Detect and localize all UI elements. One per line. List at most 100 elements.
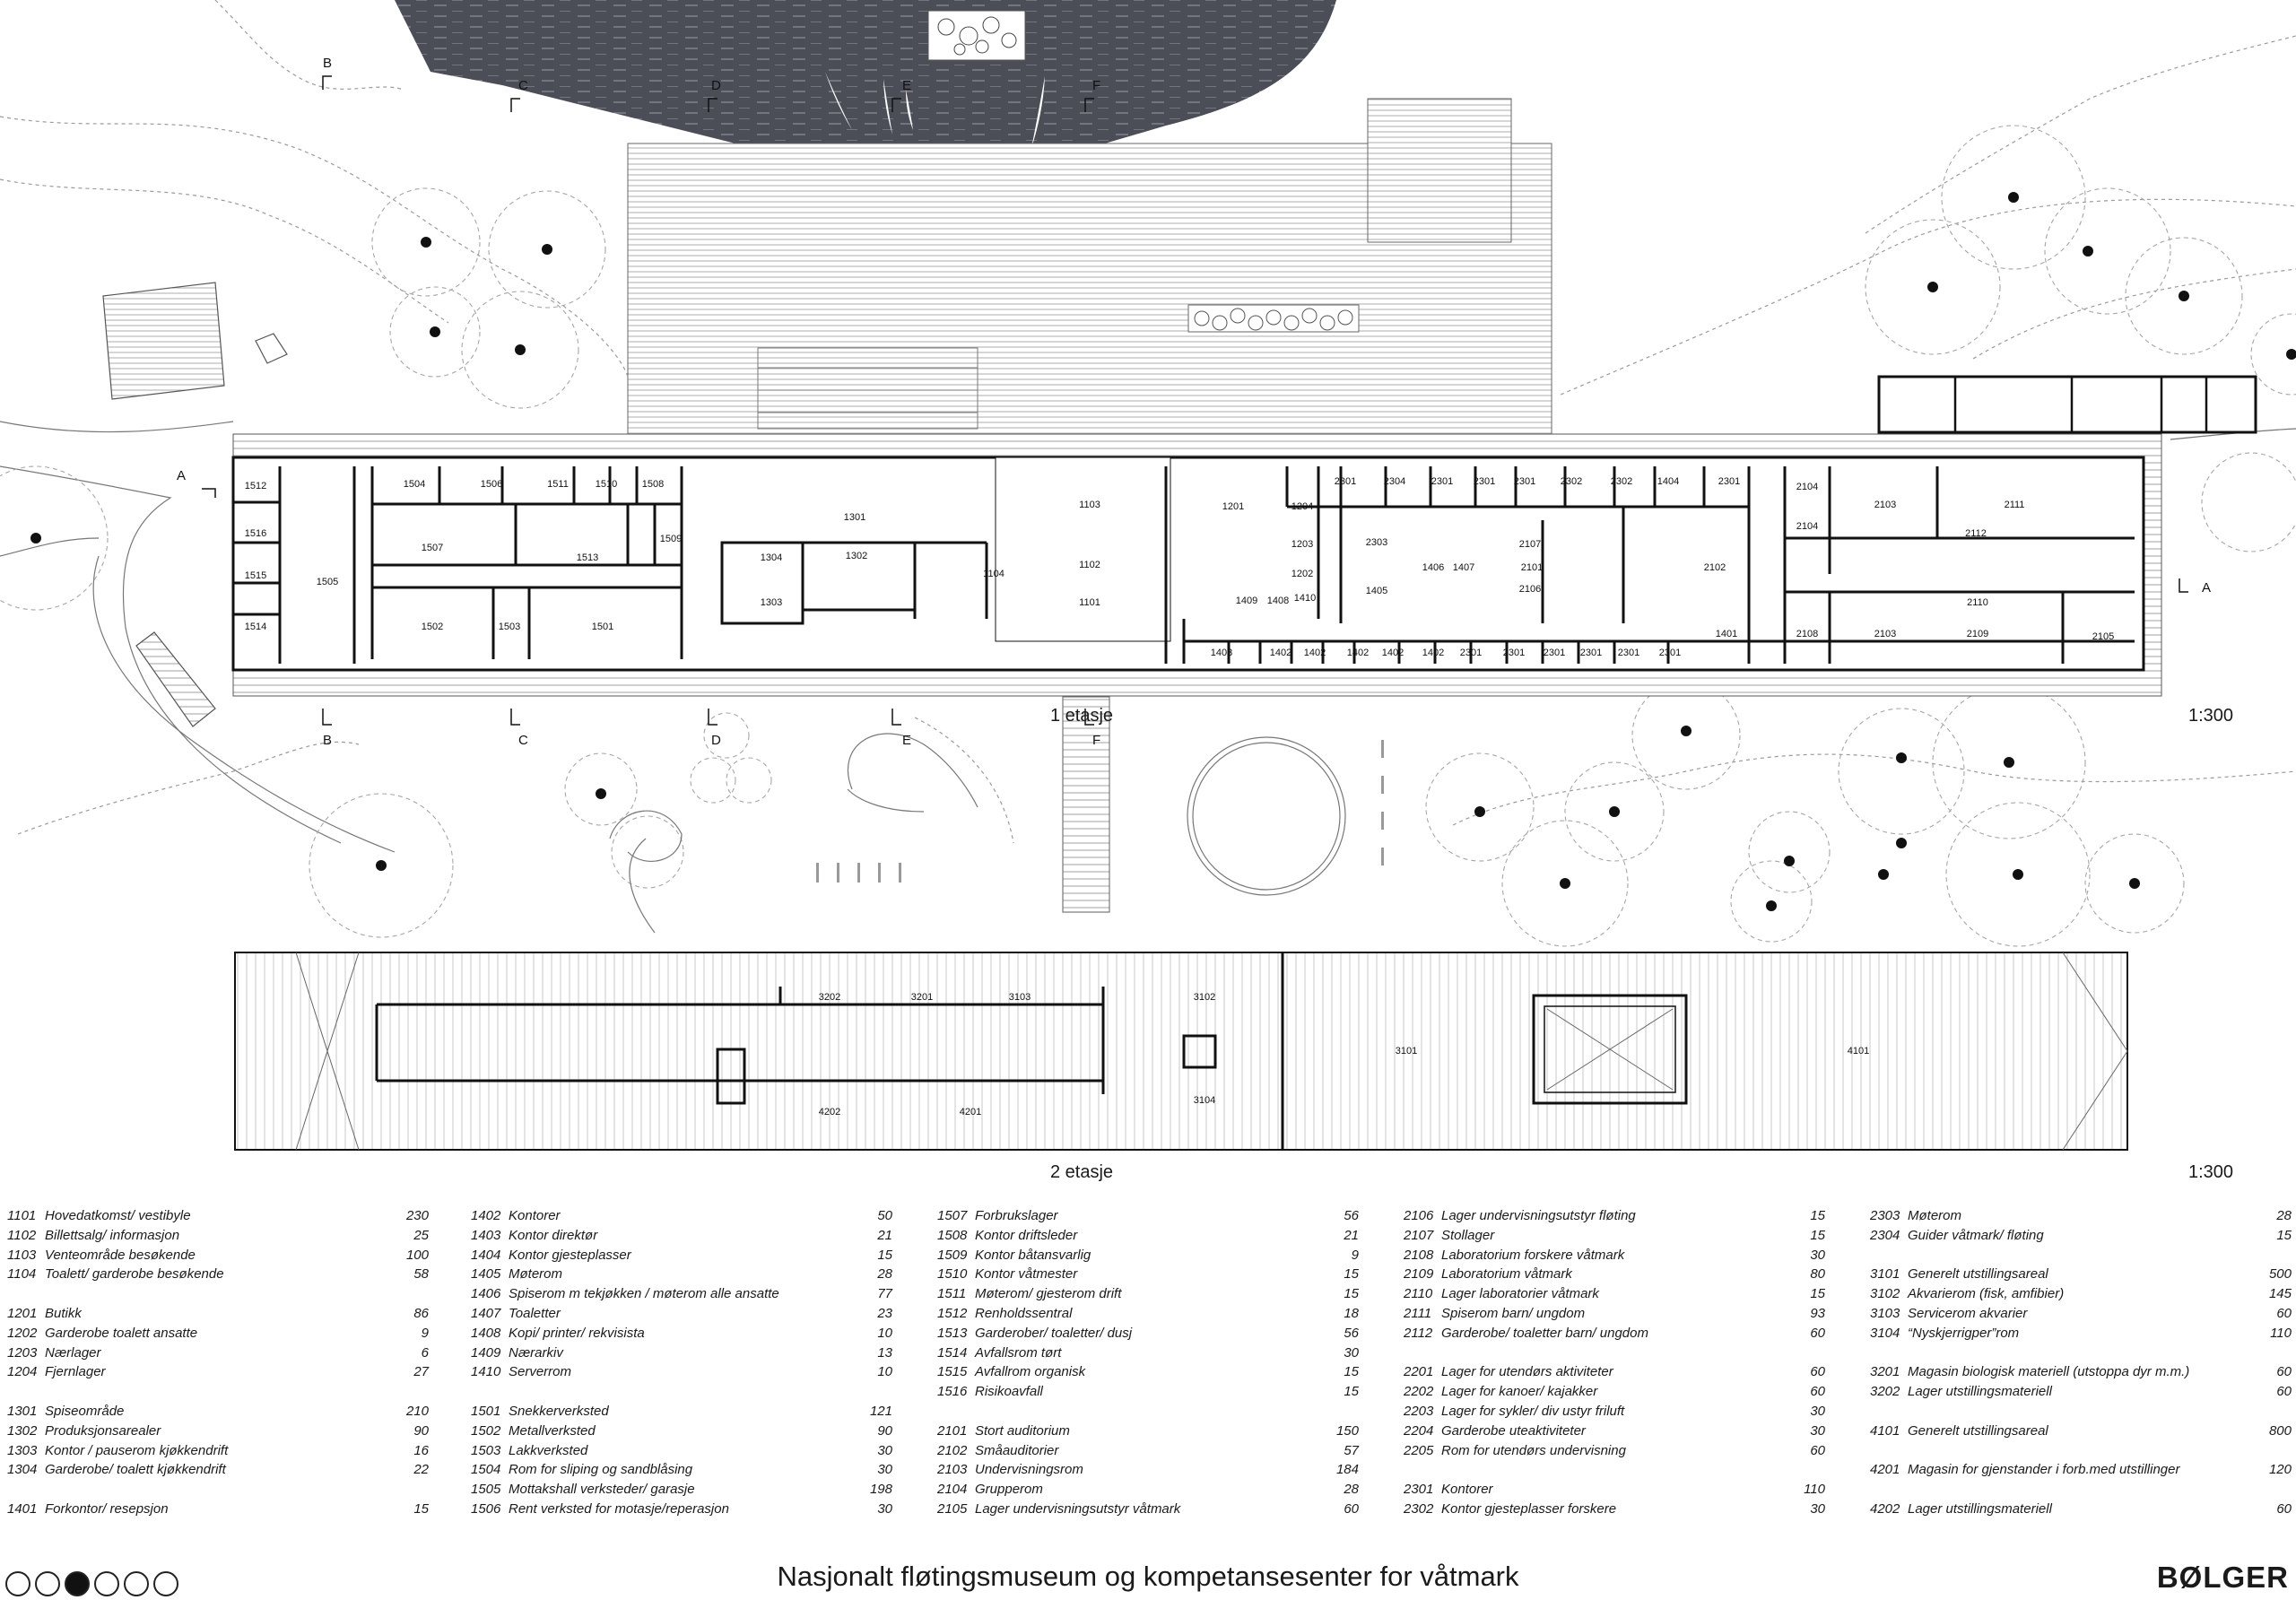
legend-num: 1401 xyxy=(7,1500,38,1517)
legend-area: 30 xyxy=(1810,1247,1825,1263)
legend-name: Kontor driftsleder xyxy=(975,1227,1078,1243)
room-label-1101: 1101 xyxy=(1079,597,1100,608)
legend-area: 30 xyxy=(1810,1422,1825,1439)
legend-num: 2109 xyxy=(1404,1266,1434,1283)
room-label-3202: 3202 xyxy=(819,992,840,1003)
legend-num: 2106 xyxy=(1404,1208,1434,1223)
legend-area: 800 xyxy=(2268,1422,2292,1439)
legend-num: 1102 xyxy=(7,1227,37,1243)
room-label-1502: 1502 xyxy=(422,622,443,632)
plaza-elements xyxy=(609,696,1384,934)
legend-area: 60 xyxy=(2276,1500,2292,1517)
legend-spacer xyxy=(1870,1246,2292,1265)
legend-name: Garderobe uteaktiviteter xyxy=(1441,1422,1586,1439)
legend-num: 2301 xyxy=(1404,1482,1434,1498)
room-label-1514: 1514 xyxy=(245,622,266,632)
room-label-2301: 2301 xyxy=(1618,648,1639,658)
room-label-1402: 1402 xyxy=(1422,648,1444,658)
legend-name: Lager for sykler/ div ustyr friluft xyxy=(1441,1403,1625,1419)
room-label-1302: 1302 xyxy=(846,551,867,561)
room-label-2304: 2304 xyxy=(1384,476,1405,487)
legend-num: 1509 xyxy=(937,1247,968,1263)
site-plan-drawing: 1512151615151514150515041506151115101508… xyxy=(0,0,2296,1151)
legend-num: 2304 xyxy=(1870,1227,1900,1243)
legend-spacer xyxy=(1404,1343,1825,1363)
brand-logo: BØLGER xyxy=(2156,1561,2289,1594)
legend-name: Grupperom xyxy=(975,1482,1043,1498)
page-dot-2[interactable] xyxy=(35,1571,60,1596)
legend-name: Undervisningsrom xyxy=(975,1462,1083,1478)
room-label-3103: 3103 xyxy=(1009,992,1031,1003)
legend-num: 2104 xyxy=(937,1482,968,1498)
legend-area: 30 xyxy=(877,1500,892,1517)
legend-area: 110 xyxy=(2270,1325,2292,1341)
legend-area: 90 xyxy=(877,1422,892,1439)
room-label-1505: 1505 xyxy=(317,577,338,587)
room-label-1403: 1403 xyxy=(1211,648,1232,658)
room-label-1402: 1402 xyxy=(1304,648,1326,658)
room-label-1516: 1516 xyxy=(245,528,266,539)
room-label-1510: 1510 xyxy=(596,479,617,490)
legend-spacer xyxy=(1870,1343,2292,1363)
legend-name: Lager for utendørs aktiviteter xyxy=(1441,1364,1613,1380)
page-dot-3[interactable] xyxy=(65,1571,90,1596)
room-label-2303: 2303 xyxy=(1366,537,1387,548)
page-dot-4[interactable] xyxy=(94,1571,119,1596)
room-label-2106: 2106 xyxy=(1519,584,1541,595)
legend-spacer xyxy=(471,1382,892,1402)
legend-name: Rom for sliping og sandblåsing xyxy=(509,1462,693,1478)
legend-name: Garderober/ toaletter/ dusj xyxy=(975,1325,1133,1341)
legend-name: Lager utstillingsmateriell xyxy=(1908,1384,2052,1400)
legend-name: Kontor våtmester xyxy=(975,1266,1078,1283)
legend-area: 15 xyxy=(1344,1266,1359,1283)
legend-name: Spiseområde xyxy=(45,1403,125,1419)
legend-name: Laboratorium våtmark xyxy=(1441,1266,1572,1283)
legend-area: 15 xyxy=(1344,1364,1359,1380)
legend-name: Møterom/ gjesterom drift xyxy=(975,1286,1122,1302)
page-dot-6[interactable] xyxy=(153,1571,178,1596)
room-label-2101: 2101 xyxy=(1521,562,1543,573)
room-label-3102: 3102 xyxy=(1194,992,1215,1003)
room-label-1303: 1303 xyxy=(761,597,782,608)
access-road xyxy=(0,421,2296,853)
room-label-2112: 2112 xyxy=(1965,528,1987,539)
floor-2-caption: 2 etasje xyxy=(1050,1162,1114,1182)
room-label-2105: 2105 xyxy=(2092,631,2114,642)
legend-name: Garderobe toalett ansatte xyxy=(45,1325,198,1341)
room-label-1513: 1513 xyxy=(577,552,598,563)
section-marker-d: D xyxy=(711,733,721,748)
page-dot-1[interactable] xyxy=(5,1571,30,1596)
legend-area: 60 xyxy=(1810,1325,1825,1341)
legend-area: 60 xyxy=(2276,1364,2292,1380)
section-marker-d: D xyxy=(711,78,721,93)
room-label-1407: 1407 xyxy=(1453,562,1474,573)
legend-name: Toalett/ garderobe besøkende xyxy=(45,1266,224,1283)
legend-name: Serverrom xyxy=(509,1364,572,1380)
legend-area: 60 xyxy=(1344,1500,1359,1517)
page-dot-5[interactable] xyxy=(124,1571,149,1596)
legend-name: Produksjonsarealer xyxy=(45,1422,161,1439)
